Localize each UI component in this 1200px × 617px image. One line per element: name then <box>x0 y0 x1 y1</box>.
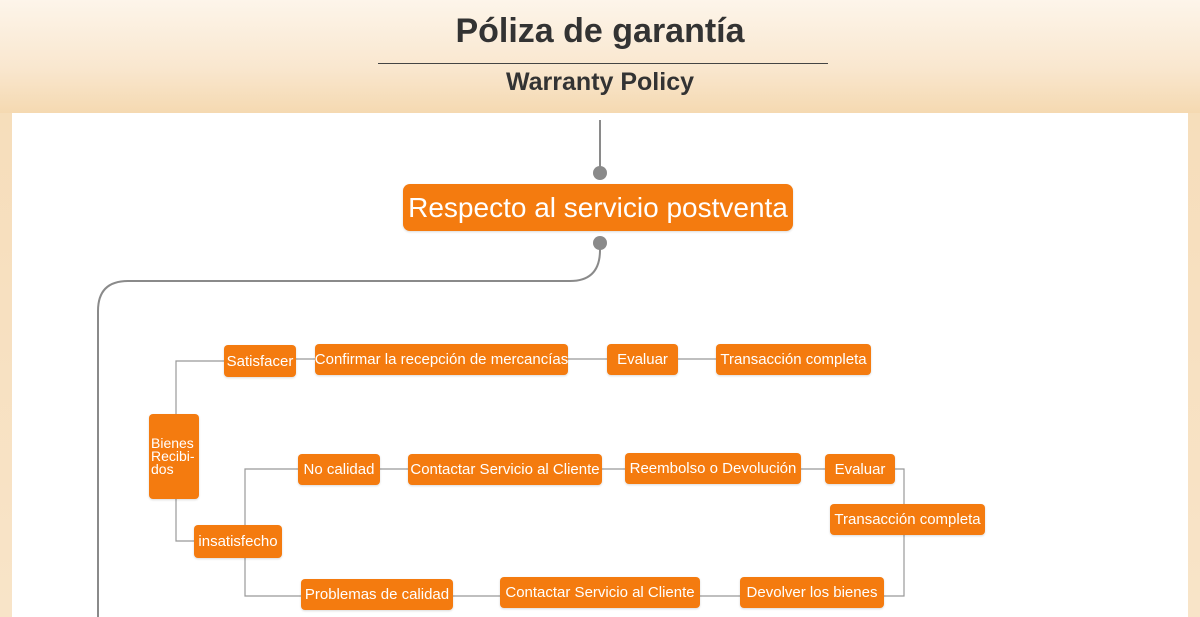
connector-dissatisfied <box>175 499 194 542</box>
evaluate-node-1: Evaluar <box>607 344 678 375</box>
received-line-1: Bienes <box>151 435 194 451</box>
contact-service-node-2: Contactar Servicio al Cliente <box>500 577 700 608</box>
return-goods-node: Devolver los bienes <box>740 577 884 608</box>
dissatisfied-node: insatisfecho <box>194 525 282 558</box>
root-node: Respecto al servicio postventa <box>403 184 793 231</box>
right-border <box>1188 0 1200 617</box>
connector-root-curve <box>97 243 601 617</box>
received-line-3: dos <box>151 461 174 477</box>
transaction-complete-node-1: Transacción completa <box>716 344 871 375</box>
transaction-complete-node-2: Transacción completa <box>830 504 985 535</box>
connector-dot-top <box>593 166 607 180</box>
header: Póliza de garantía Warranty Policy <box>0 0 1200 113</box>
refund-return-node: Reembolso o Devolución <box>625 453 801 484</box>
page-title: Póliza de garantía <box>455 12 745 50</box>
title-divider <box>378 63 828 64</box>
left-border <box>0 0 12 617</box>
contact-service-node-1: Contactar Servicio al Cliente <box>408 454 602 485</box>
received-line-2: Recibi- <box>151 448 195 464</box>
connector-dot-bottom <box>593 236 607 250</box>
quality-problems-node: Problemas de calidad <box>301 579 453 610</box>
no-quality-node: No calidad <box>298 454 380 485</box>
evaluate-node-2: Evaluar <box>825 454 895 484</box>
connector-satisfied <box>175 360 224 414</box>
satisfied-node: Satisfacer <box>224 345 296 377</box>
page-subtitle: Warranty Policy <box>505 68 695 96</box>
confirm-receipt-node: Confirmar la recepción de mercancías <box>315 344 568 375</box>
received-node: Bienes Recibi- dos <box>149 414 199 499</box>
